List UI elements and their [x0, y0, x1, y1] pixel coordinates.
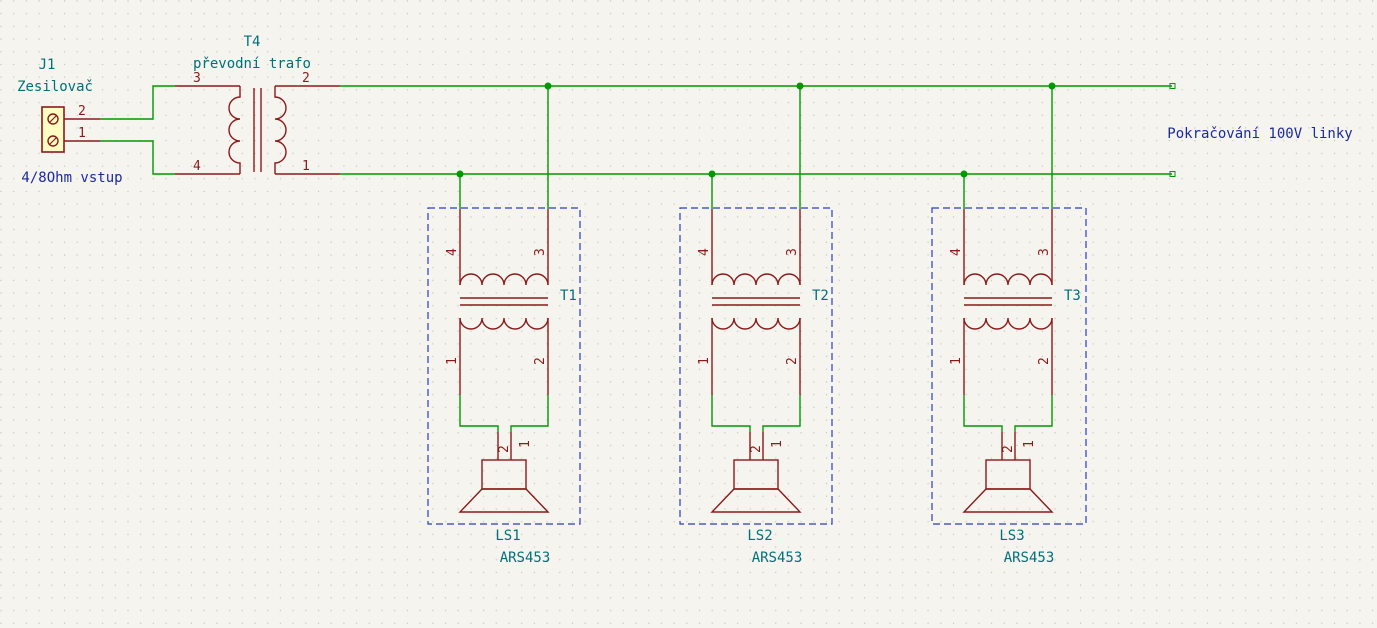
speaker-value: ARS453	[1004, 550, 1055, 566]
wire[interactable]	[963, 395, 1003, 432]
coil-bottom	[711, 317, 801, 330]
wire[interactable]	[711, 395, 751, 432]
speaker-value: ARS453	[752, 550, 803, 566]
j1-note: 4/8Ohm vstup	[21, 170, 122, 186]
t4-ref: T4	[244, 34, 261, 50]
wire[interactable]	[762, 395, 801, 432]
pin-label: 4	[949, 248, 964, 256]
pin-label: 2	[785, 357, 800, 365]
j1-pin2-label: 2	[78, 104, 86, 119]
j1-pin1-label: 1	[78, 126, 86, 141]
speaker-ref: LS3	[999, 528, 1024, 544]
speaker-icon	[710, 459, 802, 513]
j1-value: Zesilovač	[17, 79, 93, 95]
speaker-icon	[962, 459, 1054, 513]
pin-label: 2	[1037, 357, 1052, 365]
wire[interactable]	[100, 140, 175, 175]
line-note: Pokračování 100V linky	[1167, 126, 1352, 142]
speaker-ref: LS2	[747, 528, 772, 544]
t4-pin-label: 2	[302, 71, 310, 86]
transformer-ref: T2	[812, 288, 829, 304]
pin-label: 1	[518, 440, 533, 448]
pin-label: 2	[497, 445, 512, 453]
screw-terminal-icon	[47, 135, 59, 147]
coil-top	[711, 273, 801, 286]
coil-top	[963, 273, 1053, 286]
transformer-ref: T3	[1064, 288, 1081, 304]
coil-bottom	[963, 317, 1053, 330]
coil-bottom	[459, 317, 549, 330]
transformer-t4[interactable]: T4 převodní trafo 3 2 4 1	[175, 34, 340, 175]
speaker-unit-2[interactable]: 4 3 1 2 T2 2 1 LS2 ARS453	[679, 82, 833, 567]
t4-value: převodní trafo	[193, 56, 311, 72]
speaker-ref: LS1	[495, 528, 520, 544]
primary-coil	[228, 86, 241, 174]
speaker-unit-3[interactable]: 4 3 1 2 T3 2 1 LS3 ARS453	[931, 82, 1087, 567]
wire[interactable]	[100, 85, 175, 120]
transformer-ref: T1	[560, 288, 577, 304]
pin-label: 1	[697, 357, 712, 365]
line-end-top[interactable]	[1169, 83, 1176, 89]
t4-pin-label: 1	[302, 159, 310, 174]
pin-label: 2	[749, 445, 764, 453]
pin-label: 1	[770, 440, 785, 448]
speaker-icon	[458, 459, 550, 513]
unit-frame	[931, 207, 1087, 525]
unit-frame	[427, 207, 581, 525]
wire[interactable]	[459, 395, 499, 432]
wire[interactable]	[1014, 395, 1053, 432]
pin-label: 3	[785, 248, 800, 256]
pin-label: 3	[533, 248, 548, 256]
unit-frame	[679, 207, 833, 525]
screw-terminal-icon	[47, 113, 59, 125]
coil-top	[459, 273, 549, 286]
line-end-bottom[interactable]	[1169, 171, 1176, 177]
connector-j1[interactable]: J1 Zesilovač 2 1 4/8Ohm vstup	[17, 57, 123, 186]
t4-pin-label: 3	[193, 71, 201, 86]
pin-label: 2	[533, 357, 548, 365]
pin-label: 4	[697, 248, 712, 256]
j1-ref: J1	[39, 57, 56, 73]
pin-label: 1	[1022, 440, 1037, 448]
speaker-unit-1[interactable]: 4 3 1 2 T1 2 1 LS1 ARS453	[427, 82, 581, 567]
pin-label: 3	[1037, 248, 1052, 256]
speaker-value: ARS453	[500, 550, 551, 566]
t4-pin-label: 4	[193, 159, 201, 174]
wire[interactable]	[510, 395, 549, 432]
pin-label: 2	[1001, 445, 1016, 453]
pin-label: 1	[445, 357, 460, 365]
pin-label: 4	[445, 248, 460, 256]
secondary-coil	[274, 86, 287, 174]
pin-label: 1	[949, 357, 964, 365]
